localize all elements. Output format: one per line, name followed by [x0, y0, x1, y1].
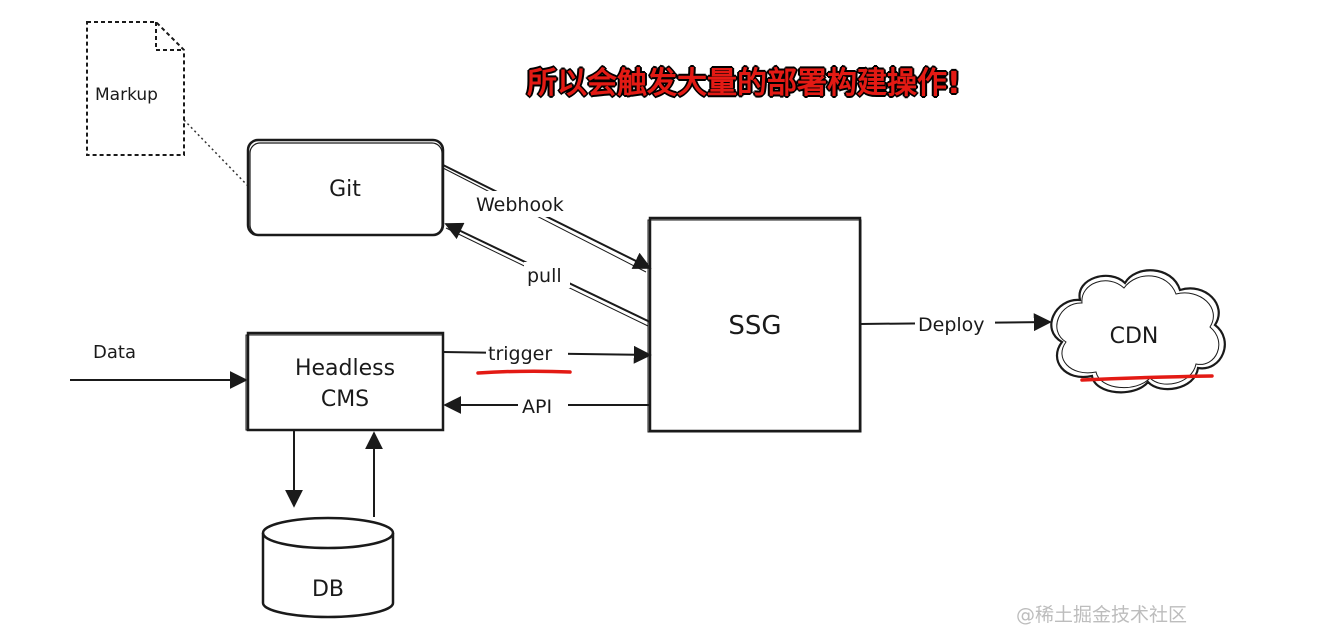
ssg-label: SSG [728, 311, 781, 341]
trigger-label: trigger [488, 343, 552, 365]
api-edge: API [443, 393, 650, 419]
markup-document: Markup [86, 21, 185, 156]
git-label: Git [329, 177, 361, 202]
ssg-node: SSG [647, 216, 862, 433]
headline-annotation: 所以会触发大量的部署构建操作! [527, 66, 961, 101]
deploy-label: Deploy [918, 314, 985, 336]
pull-edge: pull [444, 222, 651, 327]
db-label: DB [312, 577, 344, 602]
git-node: Git [246, 138, 445, 237]
headless-cms-label-line1: Headless [295, 356, 395, 381]
api-label: API [522, 396, 552, 418]
cdn-node: CDN [1050, 269, 1226, 394]
webhook-label: Webhook [476, 194, 564, 216]
webhook-edge: Webhook [442, 164, 652, 273]
data-label: Data [93, 342, 136, 363]
headless-cms-node: Headless CMS [245, 331, 445, 432]
headless-cms-label-line2: CMS [321, 387, 369, 412]
cdn-highlight-underline [1080, 374, 1214, 382]
markup-label: Markup [95, 85, 158, 105]
cms-db-edges [285, 430, 383, 517]
deploy-edge: Deploy [859, 311, 1214, 382]
db-node: DB [261, 516, 395, 619]
trigger-edge: trigger [442, 340, 652, 375]
trigger-highlight-underline [476, 369, 572, 375]
pull-label: pull [527, 265, 562, 287]
watermark: @稀土掘金技术社区 [1016, 604, 1188, 626]
data-edge: Data [70, 342, 248, 389]
markup-git-connector [183, 119, 249, 187]
cdn-label: CDN [1110, 324, 1159, 349]
